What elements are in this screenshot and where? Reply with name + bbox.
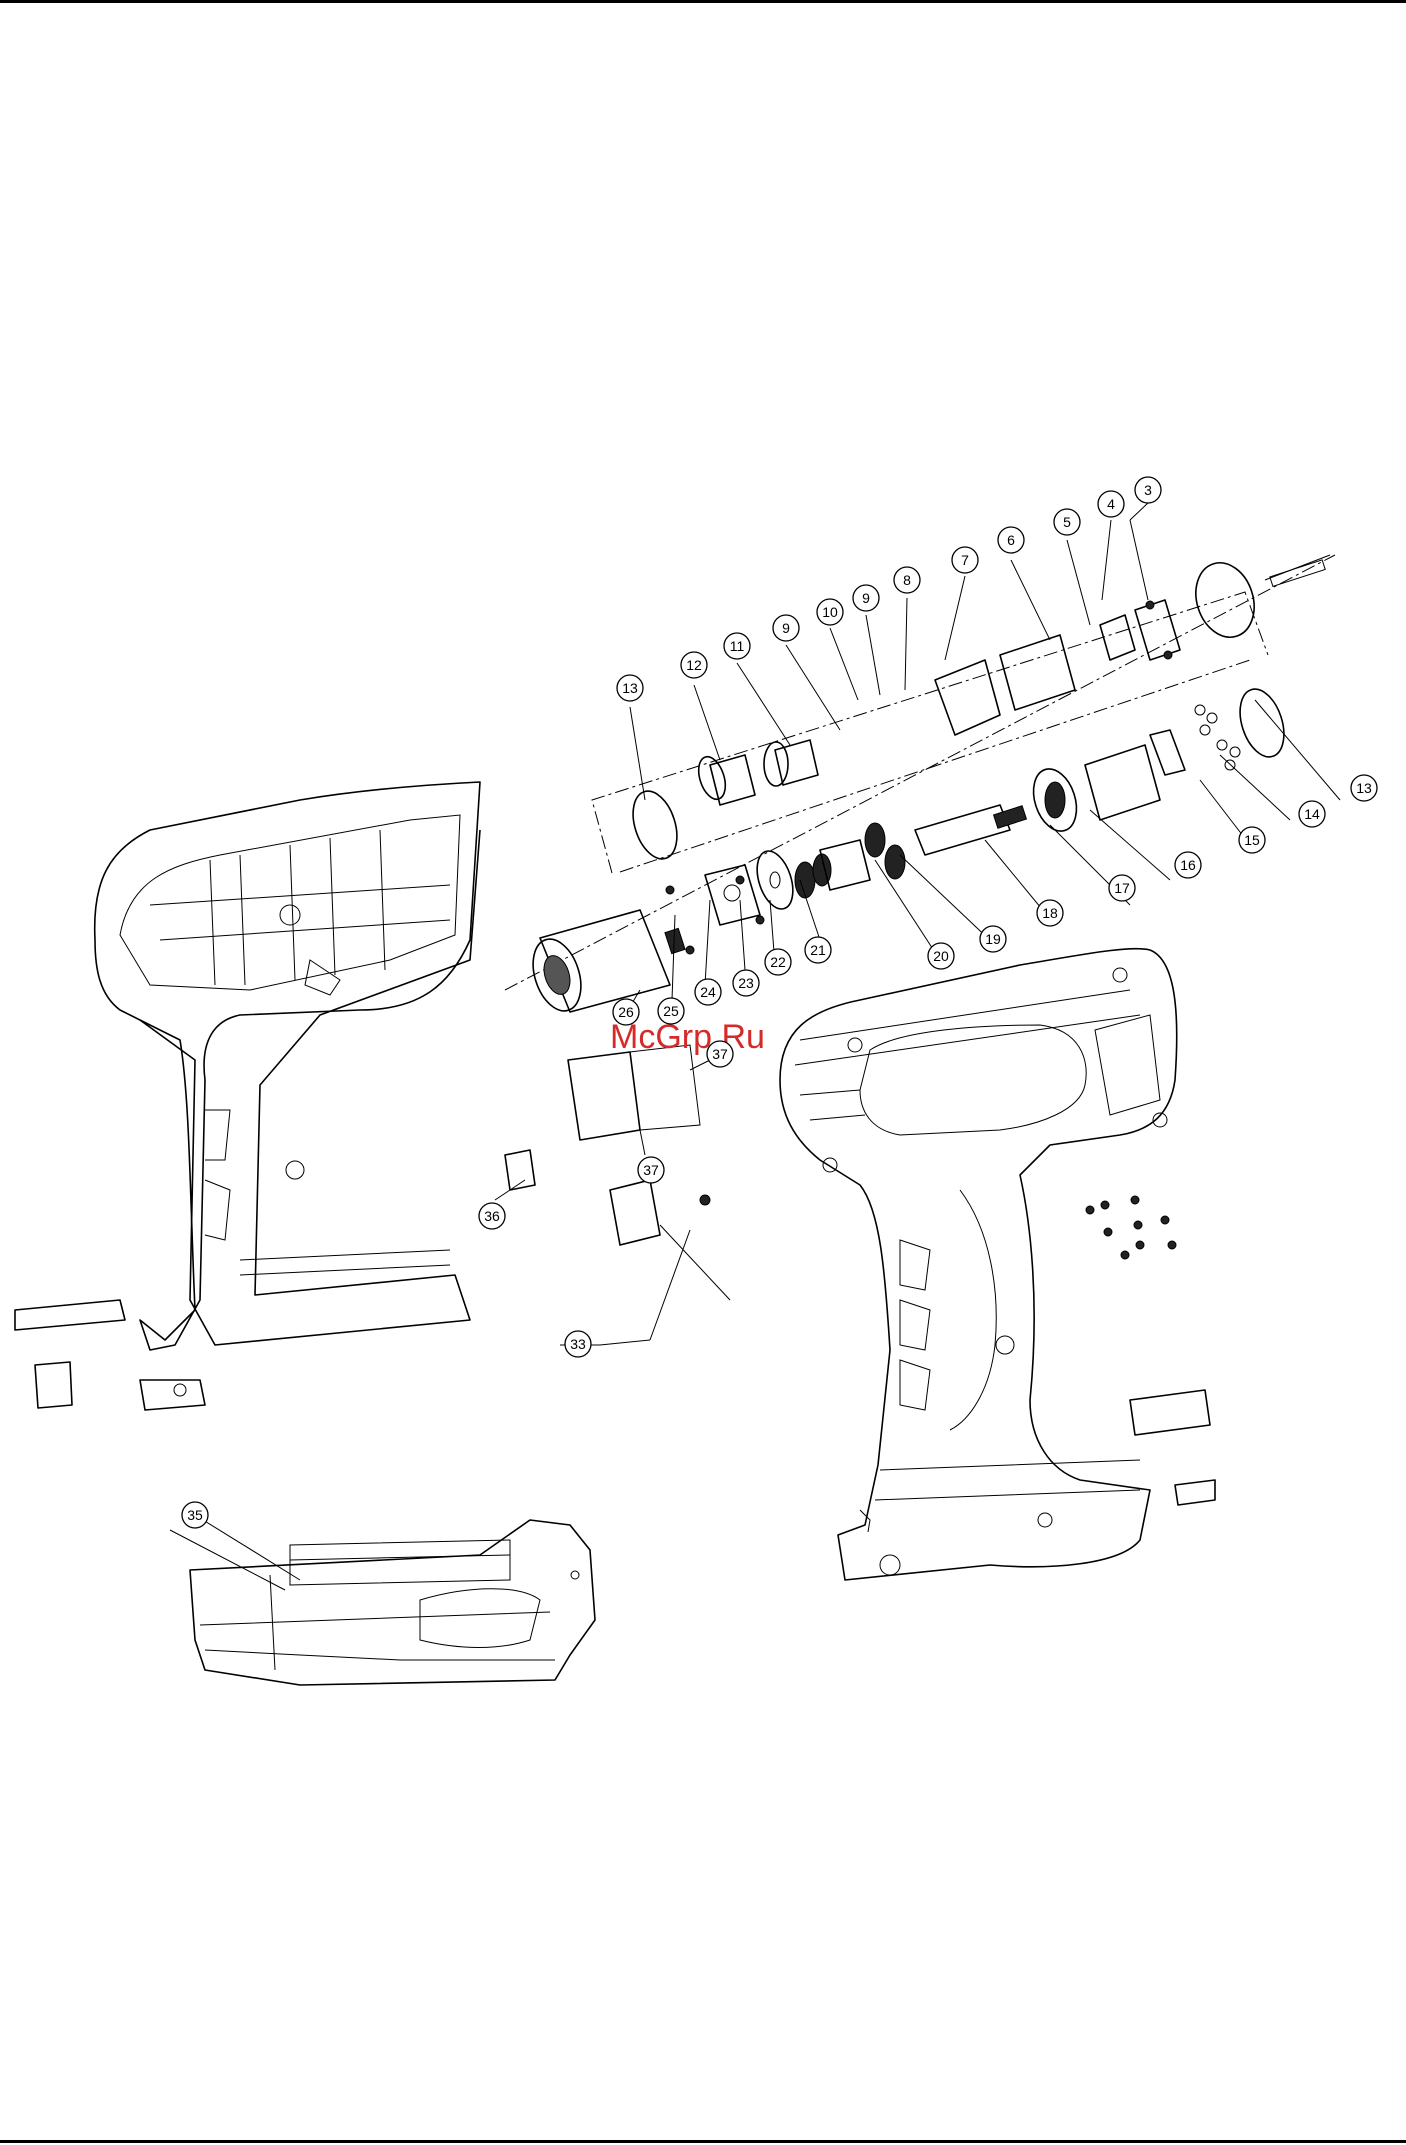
callout-36: 36: [479, 1203, 505, 1229]
callout-33-label: 33: [570, 1336, 586, 1352]
callout-9b: 9: [773, 615, 799, 641]
callout-25-label: 25: [663, 1003, 679, 1019]
callout-13a-label: 13: [622, 680, 638, 696]
callout-10-label: 10: [822, 604, 838, 620]
callout-19: 19: [980, 926, 1006, 952]
assembly-axis-lines: [505, 555, 1335, 990]
callout-19-label: 19: [985, 931, 1001, 947]
callout-25: 25: [658, 998, 684, 1024]
callout-37a-label: 37: [712, 1046, 728, 1062]
callout-20: 20: [928, 943, 954, 969]
callout-36-label: 36: [484, 1208, 500, 1224]
callout-17-label: 17: [1114, 880, 1130, 896]
callout-26-label: 26: [618, 1004, 634, 1020]
small-parts: [15, 1045, 1215, 1505]
callout-23-label: 23: [738, 975, 754, 991]
callout-7-label: 7: [961, 552, 969, 568]
callout-11-label: 11: [730, 638, 745, 654]
callout-9a-label: 9: [862, 590, 870, 606]
callout-26: 26: [613, 999, 639, 1025]
callout-35: 35: [182, 1502, 208, 1528]
callout-20-label: 20: [933, 948, 949, 964]
callout-9b-label: 9: [782, 620, 790, 636]
callout-24: 24: [695, 979, 721, 1005]
callout-16-label: 16: [1180, 857, 1196, 873]
callout-23: 23: [733, 970, 759, 996]
callout-15: 15: [1239, 827, 1265, 853]
callout-35-label: 35: [187, 1507, 203, 1523]
callout-12: 12: [681, 652, 707, 678]
gearbox-parts: [625, 555, 1330, 925]
callout-14-label: 14: [1304, 806, 1320, 822]
callout-24-label: 24: [700, 984, 716, 1000]
callout-18: 18: [1037, 900, 1063, 926]
callout-4-label: 4: [1107, 496, 1115, 512]
callout-22-label: 22: [770, 954, 786, 970]
callout-21-label: 21: [810, 942, 826, 958]
callout-8-label: 8: [903, 572, 911, 588]
callout-12-label: 12: [686, 657, 702, 673]
callout-5-label: 5: [1063, 514, 1071, 530]
watermark-text: McGrp.Ru: [610, 1018, 765, 1056]
callout-33: 33: [565, 1331, 591, 1357]
callout-22: 22: [765, 949, 791, 975]
callout-7: 7: [952, 547, 978, 573]
callout-13a: 13: [617, 675, 643, 701]
left-housing-shell: [95, 782, 480, 1410]
callout-5: 5: [1054, 509, 1080, 535]
callout-15-label: 15: [1244, 832, 1260, 848]
right-housing-shell: [780, 949, 1177, 1580]
callout-16: 16: [1175, 852, 1201, 878]
callout-10: 10: [817, 599, 843, 625]
callout-6-label: 6: [1007, 532, 1015, 548]
callout-21: 21: [805, 937, 831, 963]
callout-9a: 9: [853, 585, 879, 611]
callout-4: 4: [1098, 491, 1124, 517]
callout-13b: 13: [1351, 775, 1377, 801]
callout-14: 14: [1299, 801, 1325, 827]
callout-6: 6: [998, 527, 1024, 553]
callout-37a: 37: [707, 1041, 733, 1067]
battery-pack: [190, 1520, 595, 1685]
callout-8: 8: [894, 567, 920, 593]
callout-18-label: 18: [1042, 905, 1058, 921]
callout-17: 17: [1109, 875, 1135, 901]
callout-11: 11: [724, 633, 750, 659]
callout-3-label: 3: [1144, 482, 1152, 498]
motor-part: [525, 910, 685, 1017]
callout-37b-label: 37: [643, 1162, 659, 1178]
callout-13b-label: 13: [1356, 780, 1372, 796]
callout-3: 3: [1135, 477, 1161, 503]
callout-37b: 37: [638, 1157, 664, 1183]
